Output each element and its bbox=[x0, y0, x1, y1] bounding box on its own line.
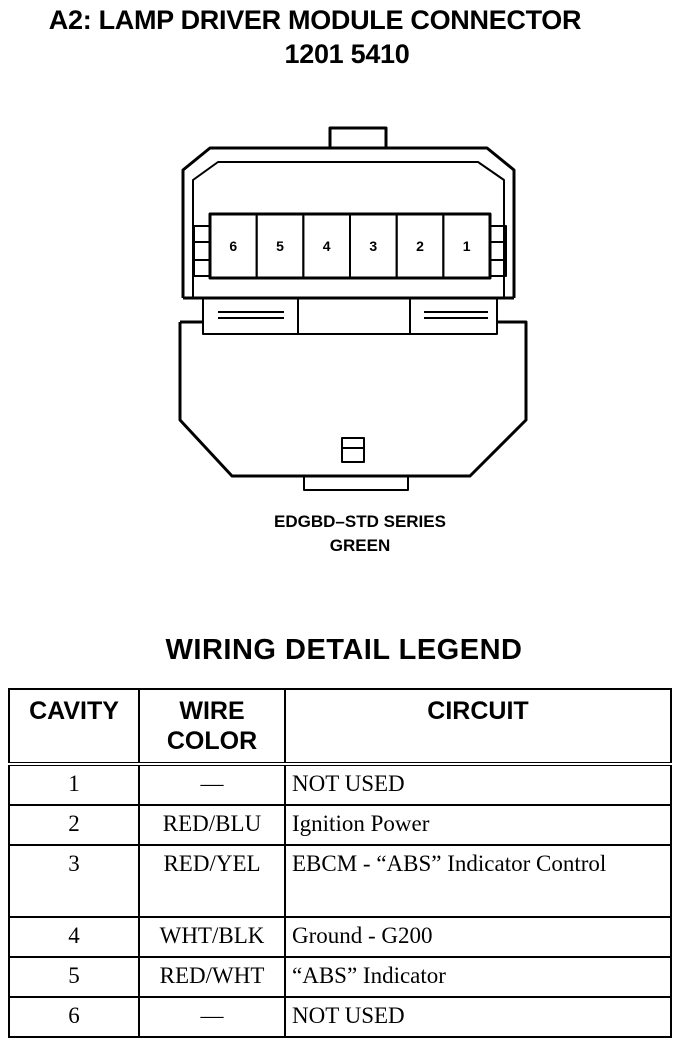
connector-shell bbox=[181, 146, 516, 298]
left-side-ridge bbox=[193, 225, 211, 277]
wiring-legend-table: CAVITY WIRE COLOR CIRCUIT 1 — NOT USED 2… bbox=[8, 688, 672, 1038]
table-row: 2 RED/BLU Ignition Power bbox=[8, 804, 672, 846]
cell-wire-color: RED/BLU bbox=[138, 804, 286, 846]
cell-cavity: 3 bbox=[8, 844, 140, 918]
header-wire-color-label: WIRE COLOR bbox=[166, 697, 258, 755]
table-row: 5 RED/WHT “ABS” Indicator bbox=[8, 956, 672, 998]
table-row: 4 WHT/BLK Ground - G200 bbox=[8, 916, 672, 958]
cell-wire-color: WHT/BLK bbox=[138, 916, 286, 958]
cell-circuit: Ground - G200 bbox=[284, 916, 672, 958]
cell-cavity: 6 bbox=[8, 996, 140, 1038]
table-row: 3 RED/YEL EBCM - “ABS” Indicator Control bbox=[8, 844, 672, 918]
cell-wire-color: — bbox=[138, 763, 286, 806]
lock-strip bbox=[202, 297, 498, 335]
header-cavity: CAVITY bbox=[8, 688, 140, 766]
cell-circuit: NOT USED bbox=[284, 996, 672, 1038]
cavity-label-1: 1 bbox=[463, 238, 471, 254]
cell-cavity: 4 bbox=[8, 916, 140, 958]
polarization-key bbox=[341, 437, 365, 463]
table-row: 6 — NOT USED bbox=[8, 996, 672, 1038]
page-title: A2: LAMP DRIVER MODULE CONNECTOR bbox=[48, 5, 582, 35]
cell-circuit: NOT USED bbox=[284, 763, 672, 806]
cavity-label-3: 3 bbox=[369, 238, 377, 254]
cell-circuit: Ignition Power bbox=[284, 804, 672, 846]
header-wire-color: WIRE COLOR bbox=[138, 688, 286, 766]
bottom-tab bbox=[303, 475, 409, 491]
cell-cavity: 2 bbox=[8, 804, 140, 846]
connector-diagram: 6 5 4 3 2 1 bbox=[178, 126, 528, 491]
cell-circuit: EBCM - “ABS” Indicator Control bbox=[284, 844, 672, 918]
cavity-label-6: 6 bbox=[229, 238, 237, 254]
cell-cavity: 1 bbox=[8, 763, 140, 806]
cell-circuit-text: EBCM - “ABS” Indicator Control bbox=[292, 851, 607, 876]
cavity-label-2: 2 bbox=[416, 238, 424, 254]
table-header-row: CAVITY WIRE COLOR CIRCUIT bbox=[8, 688, 672, 766]
cavity-cell-1 bbox=[442, 213, 492, 279]
connector-series: EDGBD–STD SERIES bbox=[274, 512, 446, 531]
cell-wire-color: RED/YEL bbox=[138, 844, 286, 918]
cell-wire-color: RED/WHT bbox=[138, 956, 286, 998]
table-row: 1 — NOT USED bbox=[8, 763, 672, 806]
connector-inner-shell bbox=[192, 161, 505, 298]
legend-title: WIRING DETAIL LEGEND bbox=[165, 634, 523, 666]
connector-color: GREEN bbox=[329, 536, 391, 555]
part-number: 1201 5410 bbox=[284, 39, 410, 69]
cavity-label-5: 5 bbox=[276, 238, 284, 254]
cavity-label-4: 4 bbox=[323, 238, 331, 254]
cavity-cells: 6 5 4 3 2 1 bbox=[209, 213, 492, 279]
connector-latch bbox=[328, 126, 388, 148]
cell-circuit: “ABS” Indicator bbox=[284, 956, 672, 998]
connector-lower-body bbox=[178, 320, 528, 478]
cell-wire-color: — bbox=[138, 996, 286, 1038]
cell-cavity: 5 bbox=[8, 956, 140, 998]
header-circuit: CIRCUIT bbox=[284, 688, 672, 766]
